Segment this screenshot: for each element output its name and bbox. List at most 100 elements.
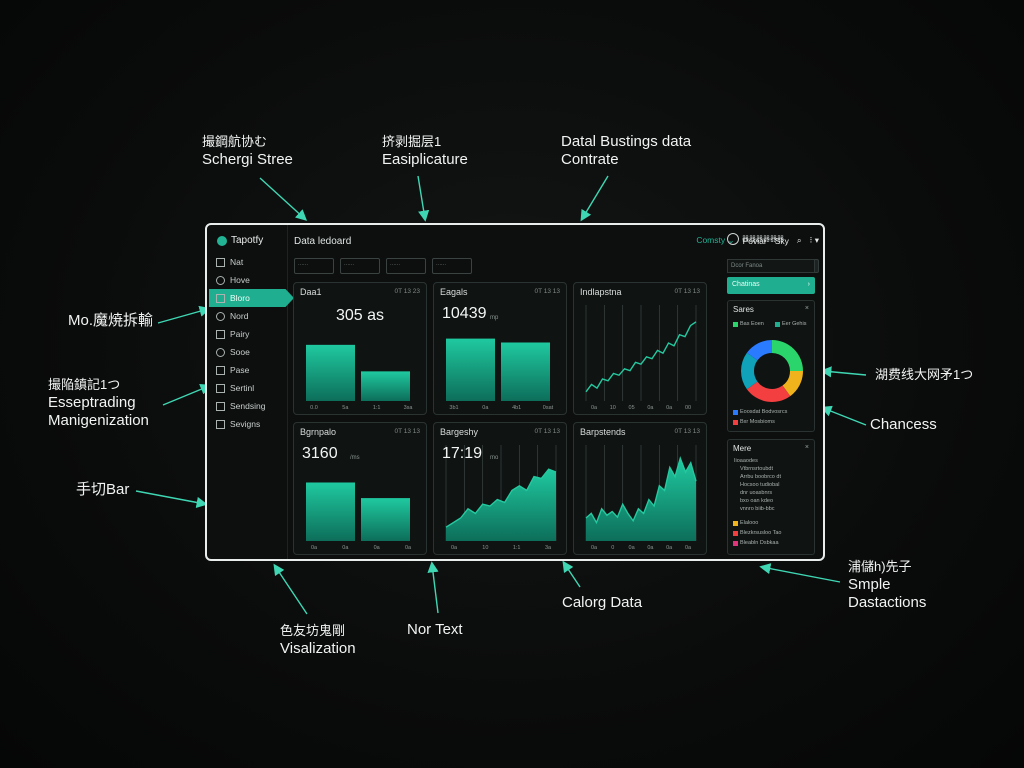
sidebar-item[interactable]: Pairy [207, 325, 289, 343]
search-input[interactable]: Dcor Fanoa [727, 259, 815, 273]
bar[interactable] [306, 482, 355, 542]
close-icon[interactable]: × [804, 305, 809, 312]
arrow [820, 405, 867, 426]
button-label: Chatinas [732, 281, 760, 288]
legend-item: Bas Eoen [733, 321, 764, 327]
tick-label: 1:1 [373, 405, 381, 411]
callout-line: 撮陥鎮記1つ [48, 377, 121, 392]
grid-icon [216, 383, 225, 393]
arrow [759, 563, 841, 583]
tick-label: 0a [591, 405, 598, 411]
menu-icon[interactable]: ⁝ ▾ [809, 235, 819, 245]
user-menu[interactable]: 器器器器器器 [727, 233, 784, 245]
callout-easiplicature: 挤剥掘层1 Easiplicature [382, 133, 468, 169]
filter-select[interactable]: ······ [294, 258, 334, 274]
sidebar-item[interactable]: Sevigns [207, 415, 289, 433]
tick-label: 00 [685, 405, 691, 411]
area-series [586, 458, 696, 541]
sidebar-item-label: Bloro [230, 293, 250, 303]
bar[interactable] [361, 371, 410, 401]
legend-label: Eer Gehis [782, 321, 807, 327]
callout-visalization: 色友坊鬼剛 Visalization [280, 622, 356, 658]
value-unit: mp [490, 315, 499, 321]
sidebar-item-label: Sooe [230, 347, 250, 357]
legend-swatch [733, 409, 738, 415]
sidebar-item[interactable]: Bloro [209, 289, 294, 307]
sidebar-item[interactable]: Sooe [207, 343, 289, 361]
tick-label: 0a [666, 545, 673, 551]
list-icon [216, 293, 225, 303]
topbar-link[interactable]: Sky [774, 235, 789, 246]
tick-label: 3a [545, 545, 552, 551]
card-meta: 0T 13 13 [534, 428, 560, 435]
filter-select[interactable]: ······ [386, 258, 426, 274]
close-icon[interactable]: × [804, 444, 809, 451]
topbar-link[interactable]: Poviar [742, 235, 767, 246]
tick-label: 0a [374, 545, 381, 551]
donut-slice[interactable] [782, 371, 803, 397]
bar[interactable] [501, 342, 550, 402]
legend-item: Eoosdat Bodvosrcs [733, 409, 787, 415]
legend-item: Bxr Mosbioms [733, 419, 775, 425]
filter-select[interactable]: ······ [432, 258, 472, 274]
arrow [162, 384, 212, 406]
card-title: Bgrnpalo [300, 427, 337, 437]
legend-swatch [733, 540, 738, 546]
filter-select[interactable]: ······ [340, 258, 380, 274]
donut-slice[interactable] [741, 352, 758, 390]
card-meta: 0T 13 13 [394, 428, 420, 435]
card-meta: 0T 13 13 [534, 288, 560, 295]
donut-slice[interactable] [746, 340, 772, 361]
sidebar-item-label: Sertinl [230, 383, 255, 393]
tick-label: 3b1 [449, 405, 458, 411]
sidebar-item[interactable]: Hove [207, 271, 289, 289]
card-title: Mere [733, 444, 752, 453]
legend-item: Bleabln Dsbkaa [733, 540, 779, 546]
sidebar-item[interactable]: Pase [207, 361, 289, 379]
legend-swatch [733, 321, 738, 327]
donut-slice[interactable] [746, 381, 791, 402]
sidebar-item[interactable]: Nord [207, 307, 289, 325]
dropdown-label: Comsty [696, 235, 726, 245]
tick-label: 0a [647, 405, 654, 411]
tick-label: 0 [611, 545, 614, 551]
search-icon[interactable]: ⌕ [796, 235, 802, 245]
bar[interactable] [361, 498, 410, 541]
filter-bar: ······ ······ ······ ······ [294, 258, 472, 274]
tick-label: 3sa [404, 405, 414, 411]
right-panel: 器器器器器器 Dcor Fanoa Chatinas › Sares × Bas… [727, 225, 817, 559]
legend-label: Elalooo [740, 520, 759, 526]
card-title: Sares [733, 305, 754, 314]
tick-label: 05 [629, 405, 635, 411]
sidebar-item[interactable]: Sendsing [207, 397, 289, 415]
avatar [727, 233, 739, 245]
sidebar-item[interactable]: Nat [207, 253, 289, 271]
big-value: 3160 [302, 445, 338, 462]
brand[interactable]: Tapotfy [217, 235, 263, 246]
callout-line: Schergi Stree [202, 151, 293, 168]
grid-icon [216, 365, 225, 375]
card-title: Indlapstna [580, 287, 622, 297]
primary-button[interactable]: Chatinas › [727, 277, 815, 294]
card-meta: 0T 13 13 [674, 288, 700, 295]
value-unit: /ms [350, 455, 360, 461]
bar[interactable] [306, 344, 355, 401]
circle-icon [216, 311, 225, 321]
sidebar-item[interactable]: Sertinl [207, 379, 289, 397]
callout-mo: Mo.魔焼拆輸 [68, 312, 153, 330]
sales-card: Sares × Bas Eoen Eer Gehis Eoosdat Bodvo… [727, 300, 815, 432]
value-unit: mo [490, 455, 499, 461]
bar[interactable] [446, 338, 495, 401]
callout-schergi-stree: 撮鋼航协む Schergi Stree [202, 133, 293, 169]
donut-slice[interactable] [772, 340, 803, 371]
